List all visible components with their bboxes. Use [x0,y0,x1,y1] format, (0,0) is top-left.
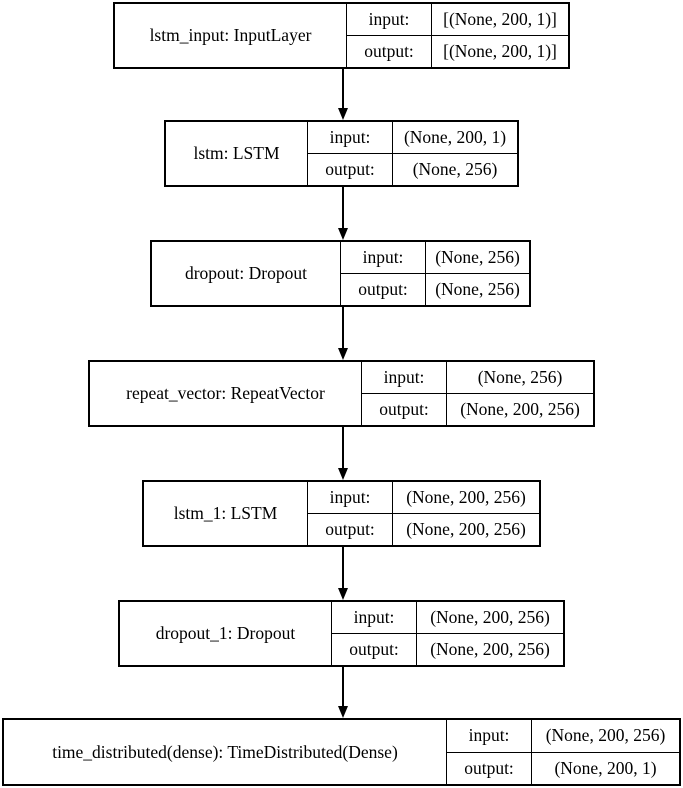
output-label: output: [379,399,429,419]
arrowhead [338,348,348,360]
output-shape: [(None, 200, 1)] [443,41,557,61]
input-shape: (None, 200, 1) [393,122,517,154]
input-shape: (None, 200, 256) [417,602,563,634]
input-label: input: [347,4,431,36]
layer-name: lstm_1: LSTM [144,482,308,545]
layer-name: dropout: Dropout [152,242,341,305]
output-shape: (None, 256) [435,279,520,299]
output-shape: (None, 200, 256) [430,639,550,659]
layer-name: dropout_1: Dropout [120,602,332,665]
arrowhead [338,228,348,240]
output-label: output: [325,519,375,539]
input-shape: [(None, 200, 1)] [432,4,568,36]
output-label: output: [325,159,375,179]
layer-name: lstm: LSTM [166,122,308,185]
output-label: output: [464,757,514,778]
output-label: output: [358,279,408,299]
arrowhead [338,588,348,600]
output-label: output: [364,41,414,61]
input-label: input: [447,720,531,753]
arrowhead [338,706,348,718]
input-shape: (None, 256) [426,242,529,274]
arrowhead [338,108,348,120]
arrowhead [338,468,348,480]
layer-name: time_distributed(dense): TimeDistributed… [4,720,447,784]
output-shape: (None, 256) [412,159,498,179]
layer-name: repeat_vector: RepeatVector [90,362,362,425]
output-shape: (None, 200, 1) [554,757,657,778]
layer-name: lstm_input: InputLayer [115,4,347,67]
input-label: input: [341,242,425,274]
input-shape: (None, 200, 256) [532,720,679,753]
input-label: input: [332,602,416,634]
input-shape: (None, 256) [447,362,593,394]
input-label: input: [362,362,446,394]
output-shape: (None, 200, 256) [406,519,526,539]
layer-node: time_distributed(dense): TimeDistributed… [2,718,681,786]
input-label: input: [308,122,392,154]
input-label: input: [308,482,392,514]
output-label: output: [349,639,399,659]
input-shape: (None, 200, 256) [393,482,539,514]
output-shape: (None, 200, 256) [460,399,580,419]
